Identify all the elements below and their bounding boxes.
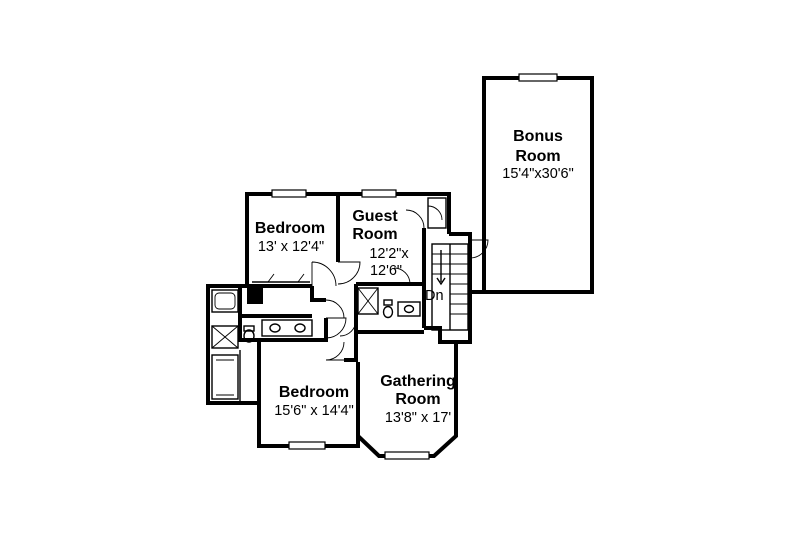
bedroom-2-name: Bedroom (279, 384, 349, 401)
gathering-room-window (384, 451, 430, 460)
guest-room-name-1: Guest (352, 208, 398, 225)
bedroom-2-label: Bedroom 15'6" x 14'4" (274, 384, 354, 419)
gathering-room-name-1: Gathering (380, 373, 456, 390)
stair (431, 243, 469, 331)
gathering-room-name-2: Room (395, 391, 440, 408)
guest-vanity (397, 301, 421, 317)
guest-shower (357, 287, 379, 315)
bonus-connector-walls (449, 232, 484, 294)
bonus-room-door (469, 239, 489, 259)
bonus-room (482, 73, 594, 294)
guest-toilet (382, 299, 394, 319)
bedroom-label: Bedroom 13' x 12'4" (255, 220, 325, 255)
bedroom-closet (252, 273, 310, 283)
bonus-room-dims: 15'4"x30'6" (502, 166, 573, 182)
gathering-room-label: Gathering Room 13'8" x 17' (380, 373, 456, 426)
guest-closet (427, 197, 447, 229)
bonus-room-name-1: Bonus (513, 128, 563, 145)
stair-label: Dn (425, 288, 444, 304)
interior-walls (238, 194, 456, 414)
vanity (261, 319, 313, 337)
toilet (243, 325, 255, 343)
guest-room-dims-2: 12'6" (370, 263, 402, 279)
bedroom-2-dims: 15'6" x 14'4" (274, 403, 354, 419)
bedroom-window (271, 189, 307, 198)
guest-room-window (361, 189, 397, 198)
bonus-room-name-2: Room (515, 148, 560, 165)
bedroom-dims: 13' x 12'4" (258, 239, 324, 255)
guest-room-dims-1: 12'2"x (369, 246, 409, 262)
shower (211, 325, 239, 349)
chimney-block (247, 288, 263, 304)
guest-room-label: Guest Room 12'2"x 12'6" (352, 208, 409, 279)
gathering-room-dims: 13'8" x 17' (385, 410, 452, 426)
bonus-room-window (518, 73, 558, 82)
door-swings (311, 209, 425, 361)
bonus-room-label: Bonus Room 15'4"x30'6" (502, 128, 573, 182)
bathtub (211, 289, 239, 313)
walk-in-closet (211, 354, 239, 400)
guest-room-name-2: Room (352, 226, 397, 243)
bedroom-2-window (288, 441, 326, 450)
bedroom-name: Bedroom (255, 220, 325, 237)
